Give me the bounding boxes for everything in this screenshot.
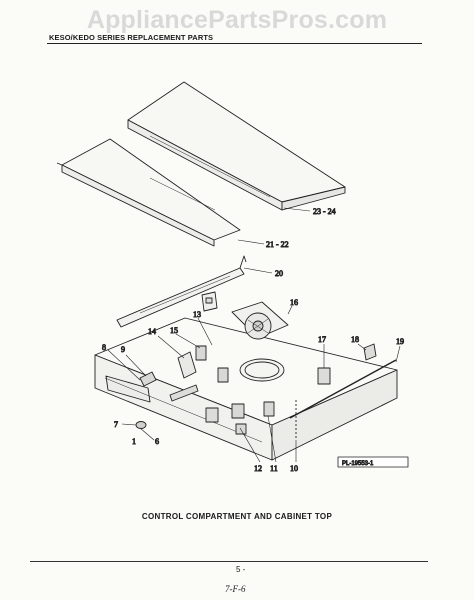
- callout-9: 9: [121, 345, 125, 354]
- ref-code: PL-19553-1: [342, 461, 374, 467]
- component-center: [205, 407, 219, 423]
- cabinet-top: [127, 81, 346, 211]
- component-9: [139, 371, 157, 387]
- component-15: [195, 345, 207, 361]
- callout-7: 7: [114, 420, 118, 429]
- callout-21-22: 21 - 22: [266, 240, 289, 249]
- header-rule: [47, 43, 422, 44]
- component-18: [363, 343, 377, 361]
- callout-6: 6: [155, 437, 159, 446]
- callout-23-24: 23 - 24: [313, 207, 336, 216]
- component-14: [177, 351, 197, 379]
- diagram-caption: CONTROL COMPARTMENT AND CABINET TOP: [141, 512, 333, 521]
- rod-19: [289, 359, 397, 419]
- callout-19: 19: [396, 337, 404, 346]
- terminal-block: [169, 384, 199, 402]
- component-13: [217, 367, 229, 383]
- component-11: [263, 401, 275, 417]
- callout-16: 16: [290, 298, 298, 307]
- fan-assembly: [231, 301, 289, 382]
- leader-lines: [107, 207, 401, 463]
- callout-12: 12: [254, 464, 262, 473]
- callout-15: 15: [170, 326, 178, 335]
- callout-14: 14: [148, 327, 156, 336]
- component-12: [231, 403, 247, 435]
- cabinet-top-panel: [56, 138, 241, 247]
- callout-18: 18: [351, 335, 359, 344]
- callout-17: 17: [318, 335, 326, 344]
- callout-20: 20: [275, 269, 283, 278]
- bracket-strip: [116, 255, 247, 328]
- component-17: [317, 367, 331, 385]
- callout-10: 10: [290, 464, 298, 473]
- ref-code-box: [337, 456, 409, 468]
- callout-11: 11: [270, 464, 278, 473]
- callout-8: 8: [102, 343, 106, 352]
- series-heading: KESO/KEDO SERIES REPLACEMENT PARTS: [49, 33, 214, 42]
- watermark: AppliancePartsPros.com: [86, 6, 388, 34]
- footer-rule: [30, 561, 428, 562]
- page-code: 7-F-6: [225, 584, 246, 594]
- page-number: 5 -: [236, 565, 246, 574]
- callout-13: 13: [193, 310, 201, 319]
- hinge-bracket: [201, 291, 218, 312]
- callout-1: 1: [132, 437, 136, 446]
- knob-7: [135, 421, 147, 429]
